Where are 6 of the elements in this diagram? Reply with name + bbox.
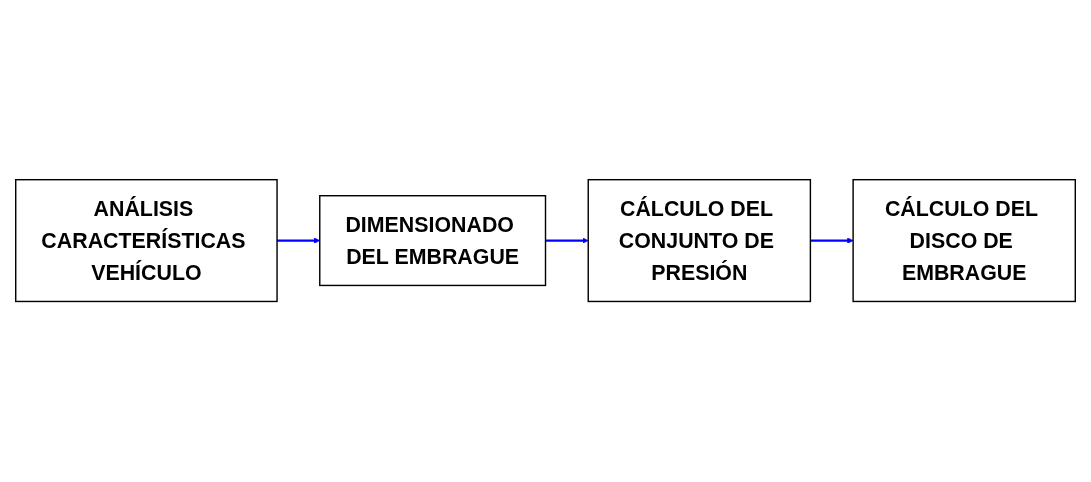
node-box: CÁLCULO DEL CONJUNTO DE PRESIÓN — [587, 179, 812, 303]
node-box: CÁLCULO DEL DISCO DE EMBRAGUE — [852, 179, 1076, 303]
arrow — [545, 237, 589, 245]
node-box: ANÁLISIS CARACTERÍSTICAS VEHÍCULO — [15, 179, 278, 303]
node-box: DIMENSIONADO DEL EMBRAGUE — [319, 195, 547, 287]
arrow — [810, 237, 854, 245]
